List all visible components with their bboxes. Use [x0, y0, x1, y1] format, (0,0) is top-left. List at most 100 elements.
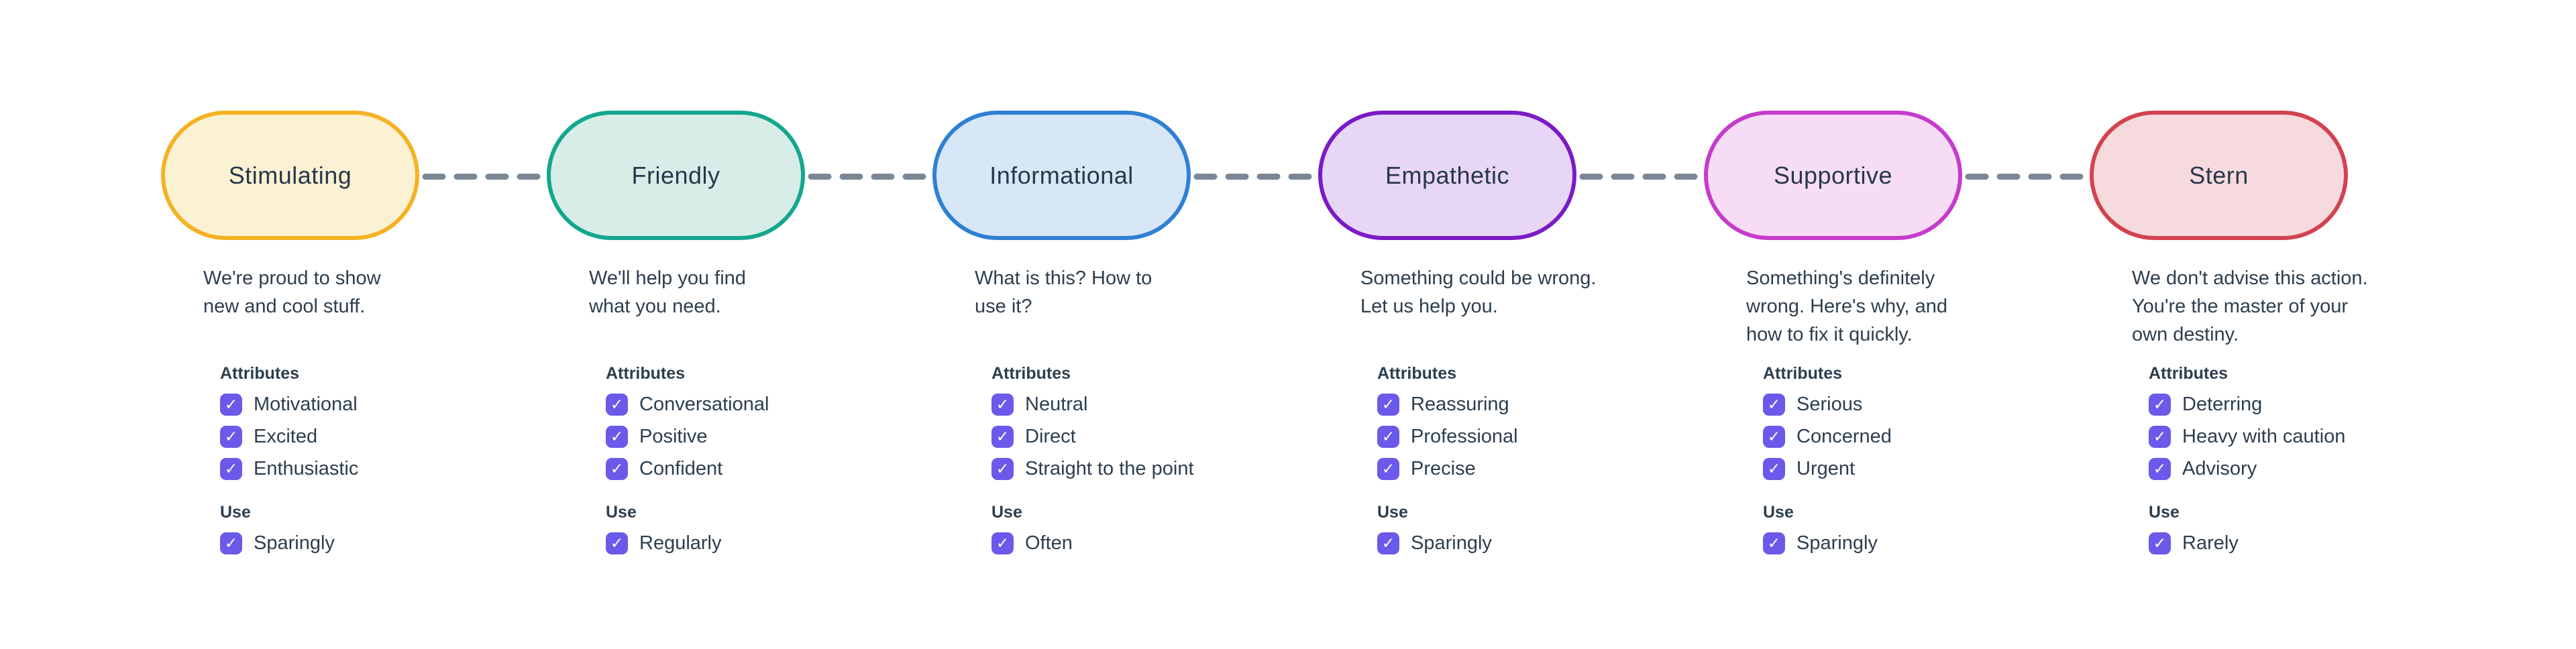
checkbox-label: Direct	[1025, 425, 1076, 447]
dashed-connector	[1576, 172, 1704, 180]
checkbox-label: Sparingly	[1411, 532, 1492, 554]
checkbox-label: Reassuring	[1411, 393, 1509, 415]
checkbox-label: Excited	[254, 425, 318, 447]
node-description: What is this? How to use it?	[975, 264, 1191, 363]
attributes-heading: Attributes	[1763, 364, 1843, 383]
tone-node-column: Empathetic Something could be wrong.Let …	[1318, 111, 1701, 649]
use-heading: Use	[220, 503, 251, 522]
use-heading: Use	[991, 503, 1022, 522]
checkbox-checked[interactable]: ✓	[220, 532, 242, 554]
checkbox-label: Heavy with caution	[2182, 425, 2346, 447]
checkbox-checked[interactable]: ✓	[606, 393, 628, 416]
use-section: Use ✓ Sparingly	[220, 502, 419, 559]
node-pill-stimulating[interactable]: Stimulating	[161, 111, 419, 240]
checkbox-checked[interactable]: ✓	[991, 425, 1014, 448]
check-icon: ✓	[1767, 395, 1781, 413]
node-pill-label: Informational	[989, 161, 1134, 189]
checkbox-checked[interactable]: ✓	[1377, 425, 1399, 448]
checkbox-checked[interactable]: ✓	[220, 393, 242, 416]
checkbox-checked[interactable]: ✓	[1377, 532, 1399, 554]
checkbox-label: Professional	[1411, 425, 1518, 447]
attribute-item: ✓ Deterring	[2149, 388, 2348, 420]
checkbox-label: Positive	[639, 425, 708, 447]
node-pill-stern[interactable]: Stern	[2090, 111, 2348, 240]
checkbox-checked[interactable]: ✓	[1763, 532, 1785, 554]
use-heading: Use	[2149, 503, 2180, 522]
node-description-line: What is this? How to	[975, 268, 1152, 289]
node-description-line: new and cool stuff.	[203, 296, 366, 317]
node-pill-empathetic[interactable]: Empathetic	[1318, 111, 1576, 240]
checkbox-checked[interactable]: ✓	[991, 457, 1014, 480]
node-pill-label: Stimulating	[228, 161, 352, 189]
use-rows: ✓ Sparingly	[1763, 527, 1962, 559]
checkbox-checked[interactable]: ✓	[991, 393, 1014, 416]
attributes-rows: ✓ Serious ✓ Concerned ✓ Urgent	[1763, 388, 1962, 485]
check-icon: ✓	[1767, 534, 1781, 552]
node-pill-label: Supportive	[1773, 161, 1893, 189]
node-description: Something could be wrong.Let us help you…	[1360, 264, 1596, 363]
checkbox-checked[interactable]: ✓	[2149, 393, 2171, 416]
attributes-section: Attributes ✓ Reassuring ✓ Professional ✓…	[1377, 363, 1576, 485]
use-rows: ✓ Regularly	[606, 527, 805, 559]
use-heading: Use	[1377, 503, 1408, 522]
dashed-connector	[805, 172, 932, 180]
check-icon: ✓	[610, 534, 624, 552]
checkbox-label: Rarely	[2182, 532, 2239, 554]
check-icon: ✓	[1767, 459, 1781, 477]
check-icon: ✓	[224, 534, 238, 552]
checkbox-checked[interactable]: ✓	[220, 425, 242, 448]
checkbox-checked[interactable]: ✓	[1377, 393, 1399, 416]
checkbox-checked[interactable]: ✓	[2149, 532, 2171, 554]
node-description-line: how to fix it quickly.	[1746, 324, 1913, 345]
attributes-section: Attributes ✓ Neutral ✓ Direct ✓ Straight…	[991, 363, 1194, 485]
checkbox-checked[interactable]: ✓	[1763, 457, 1785, 480]
node-pill-label: Stern	[2189, 161, 2249, 189]
use-heading: Use	[1763, 503, 1794, 522]
checkbox-checked[interactable]: ✓	[1763, 425, 1785, 448]
check-icon: ✓	[996, 395, 1010, 413]
check-icon: ✓	[1381, 427, 1395, 445]
use-item: ✓ Sparingly	[1763, 527, 1962, 559]
checkbox-checked[interactable]: ✓	[2149, 425, 2171, 448]
attributes-rows: ✓ Reassuring ✓ Professional ✓ Precise	[1377, 388, 1576, 485]
checkbox-checked[interactable]: ✓	[2149, 457, 2171, 480]
attributes-heading: Attributes	[2149, 364, 2229, 383]
use-item: ✓ Rarely	[2149, 527, 2348, 559]
check-icon: ✓	[1381, 395, 1395, 413]
checkbox-checked[interactable]: ✓	[606, 457, 628, 480]
attribute-item: ✓ Confident	[606, 453, 805, 485]
check-icon: ✓	[610, 395, 624, 413]
attributes-section: Attributes ✓ Conversational ✓ Positive ✓…	[606, 363, 805, 485]
use-rows: ✓ Sparingly	[1377, 527, 1576, 559]
checkbox-label: Sparingly	[1796, 532, 1878, 554]
checkbox-label: Conversational	[639, 393, 769, 415]
node-pill-informational[interactable]: Informational	[932, 111, 1191, 240]
use-item: ✓ Often	[991, 527, 1191, 559]
node-description-line: wrong. Here's why, and	[1746, 296, 1947, 317]
node-pill-supportive[interactable]: Supportive	[1704, 111, 1962, 240]
attribute-item: ✓ Professional	[1377, 420, 1576, 453]
check-icon: ✓	[996, 459, 1010, 477]
checkbox-checked[interactable]: ✓	[606, 532, 628, 554]
checkbox-checked[interactable]: ✓	[606, 425, 628, 448]
checkbox-checked[interactable]: ✓	[1763, 393, 1785, 416]
node-pill-label: Empathetic	[1385, 161, 1510, 189]
node-description-line: use it?	[975, 296, 1032, 317]
use-rows: ✓ Sparingly	[220, 527, 419, 559]
dashed-connector	[1962, 172, 2090, 180]
node-description-line: what you need.	[589, 296, 721, 317]
use-item: ✓ Sparingly	[1377, 527, 1576, 559]
attributes-section: Attributes ✓ Motivational ✓ Excited ✓ En…	[220, 363, 419, 485]
check-icon: ✓	[224, 459, 238, 477]
checkbox-label: Concerned	[1796, 425, 1892, 447]
checkbox-checked[interactable]: ✓	[991, 532, 1014, 554]
attribute-item: ✓ Motivational	[220, 388, 419, 420]
attributes-heading: Attributes	[1377, 364, 1457, 383]
node-description-line: own destiny.	[2132, 324, 2239, 345]
node-pill-friendly[interactable]: Friendly	[547, 111, 805, 240]
checkbox-checked[interactable]: ✓	[220, 457, 242, 480]
attribute-item: ✓ Serious	[1763, 388, 1962, 420]
checkbox-checked[interactable]: ✓	[1377, 457, 1399, 480]
